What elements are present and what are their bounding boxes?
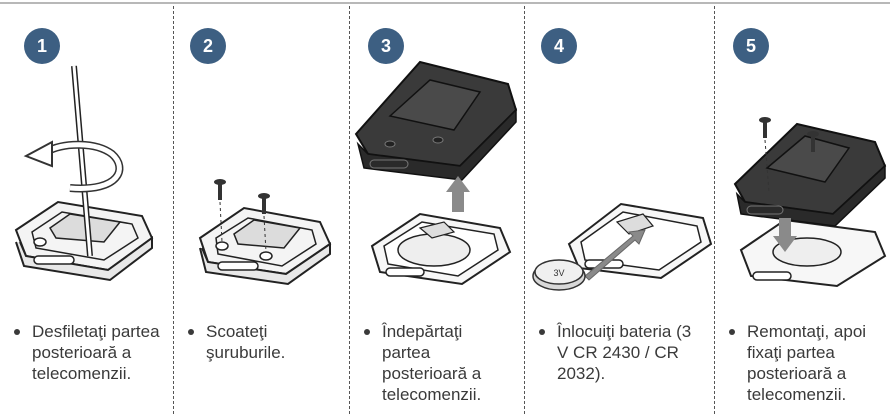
step-2: 2 Scoateţi şuruburile. — [174, 6, 349, 414]
battery-label: 3V — [553, 268, 564, 278]
step-number-badge: 5 — [733, 28, 769, 64]
step-caption: Îndepărtaţi partea posterioară a telecom… — [362, 321, 512, 405]
bullet — [729, 329, 735, 335]
step-3: 3 Îndepărtaţi partea posterioară a telec… — [350, 6, 524, 414]
step-caption: Desfiletaţi partea posterioară a telecom… — [12, 321, 162, 384]
column-divider — [524, 6, 525, 414]
column-divider — [714, 6, 715, 414]
step-1: 1 Desfiletaţi partea posterioară a telec… — [0, 6, 173, 414]
bullet — [188, 329, 194, 335]
step-caption: Remontaţi, apoi fixaţi partea posterioar… — [727, 321, 882, 405]
remove-back-cover-illustration — [354, 60, 518, 286]
bullet — [364, 329, 370, 335]
step-caption: Înlocuiţi bateria (3 V CR 2430 / CR 2032… — [537, 321, 707, 384]
unscrew-cover-illustration — [14, 65, 154, 282]
step-number-badge: 1 — [24, 28, 60, 64]
step-number-badge: 3 — [368, 28, 404, 64]
step-number-badge: 4 — [541, 28, 577, 64]
step-4: 4 3V Înlocuiţi bateria (3 V CR 2430 / CR… — [525, 6, 714, 414]
step-caption: Scoateţi şuruburile. — [186, 321, 336, 363]
reassemble-illustration — [733, 117, 887, 288]
top-rule — [0, 0, 890, 6]
column-divider — [349, 6, 350, 414]
step-number-badge: 2 — [190, 28, 226, 64]
remove-screws-illustration — [198, 179, 332, 286]
step-5: 5 Remontaţi, apoi fixaţi partea posterio… — [715, 6, 890, 414]
bullet — [14, 329, 20, 335]
replace-battery-illustration: 3V — [532, 202, 713, 291]
bullet — [539, 329, 545, 335]
column-divider — [173, 6, 174, 414]
